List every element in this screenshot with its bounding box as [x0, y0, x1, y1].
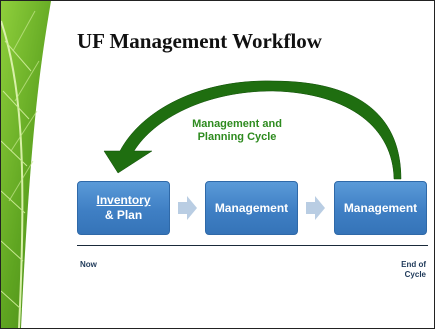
slide-title: UF Management Workflow — [77, 29, 322, 53]
step-management-final: Management — [334, 181, 427, 235]
right-arrow-icon — [306, 196, 325, 220]
timeline-end-label: End of Cycle — [376, 260, 426, 280]
step-label-line: Inventory — [96, 193, 151, 207]
step-label-line: Management — [343, 201, 418, 215]
curved-return-arrow-icon — [103, 80, 402, 180]
leaf-image — [1, 1, 63, 328]
timeline-start-label: Now — [80, 260, 97, 269]
step-inventory-plan: Inventory & Plan — [77, 181, 170, 235]
timeline-end-label-line: End of — [401, 260, 426, 269]
cycle-label-line: Planning Cycle — [197, 131, 277, 143]
timeline-end-label-line: Cycle — [404, 270, 426, 279]
step-label-line: Management — [214, 201, 289, 215]
step-label-line: & Plan — [104, 208, 143, 222]
step-management: Management — [205, 181, 298, 235]
cycle-label: Management and Planning Cycle — [177, 118, 297, 144]
timeline-axis — [77, 245, 428, 246]
right-arrow-icon — [178, 196, 197, 220]
cycle-label-line: Management and — [192, 118, 282, 130]
